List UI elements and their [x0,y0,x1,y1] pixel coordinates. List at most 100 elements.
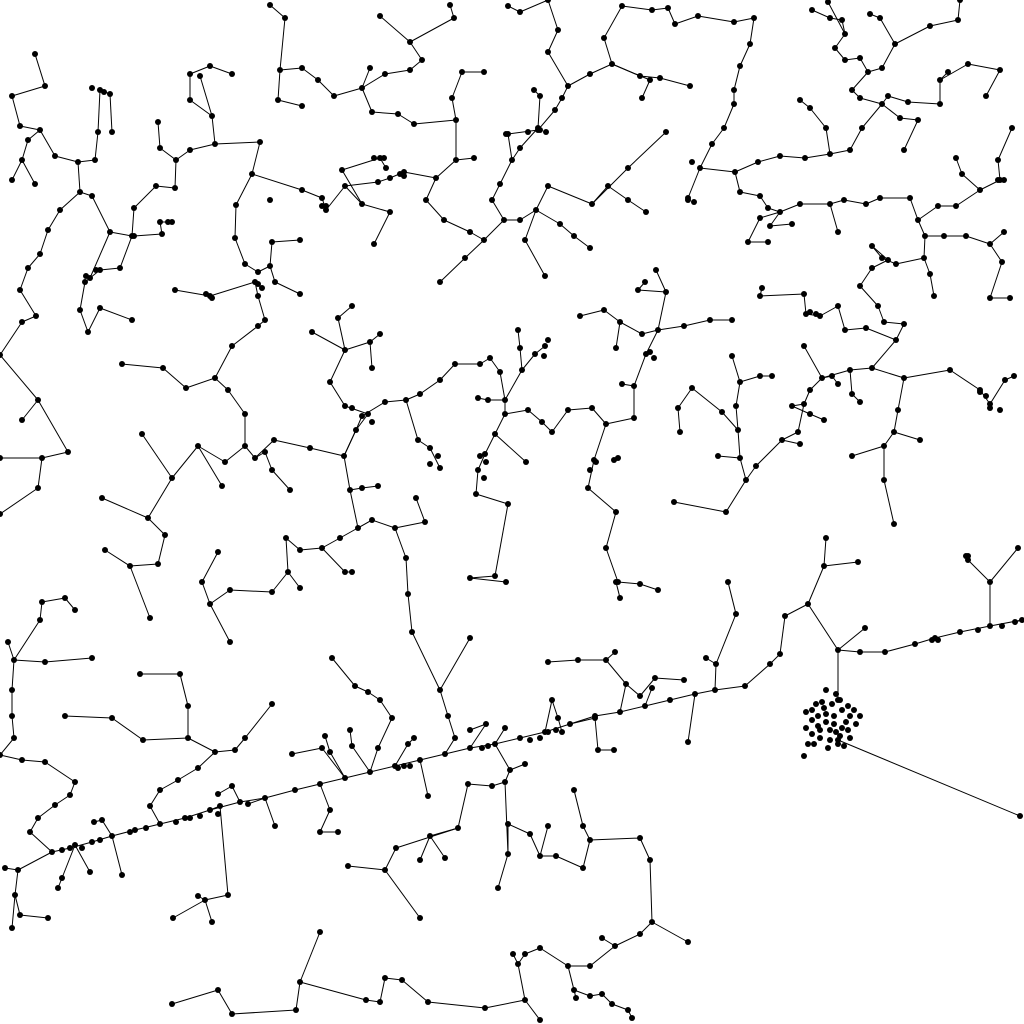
graph-edge [133,185,157,209]
graph-node [897,115,903,121]
graph-node [901,321,907,327]
graph-edge [641,79,651,99]
graph-node [467,727,473,733]
graph-node [671,499,677,505]
graph-edge [429,447,441,469]
graph-node [613,345,619,351]
graph-node [417,915,423,921]
graph-node [937,77,943,83]
graph-node [232,747,238,753]
graph-edge [851,71,869,91]
graph-node [777,651,783,657]
graph-node [823,719,829,725]
graph-edge [769,223,793,227]
graph-edge [444,747,471,755]
graph-edge [395,827,459,849]
graph-node [819,699,825,705]
graph-edge [637,289,667,293]
graph-node [9,177,15,183]
graph-edge [603,5,623,39]
graph-node [342,403,348,409]
graph-edge [469,575,496,579]
graph-node [637,835,643,841]
graph-node [827,201,833,207]
graph-node [895,407,901,413]
graph-node [289,751,295,757]
graph-edge [639,837,651,861]
graph-node [49,849,55,855]
graph-node [365,411,371,417]
graph-node [72,779,78,785]
graph-node [177,671,183,677]
graph-node [140,737,146,743]
graph-node [611,457,617,463]
graph-edge [209,65,233,75]
graph-node [713,661,719,667]
graph-node [517,345,523,351]
graph-edge [547,51,569,87]
graph-edge [934,631,961,639]
graph-edge [0,354,39,401]
graph-edge [17,851,53,871]
graph-edge [131,207,135,237]
graph-edge [691,387,723,413]
graph-node [485,397,491,403]
graph-edge [13,659,46,663]
graph-node [89,193,95,199]
graph-node [742,683,748,689]
graph-node [875,303,881,309]
graph-edge [147,477,173,519]
graph-node [109,129,115,135]
graph-node [963,233,969,239]
graph-edge [559,223,575,237]
graph-node [25,137,31,143]
graph-edge [429,835,446,859]
graph-edge [524,999,541,1021]
graph-node [367,769,373,775]
graph-node [229,343,235,349]
graph-edge [227,389,246,415]
graph-node [587,837,593,843]
graph-edge [419,835,431,861]
graph-node [451,15,457,21]
graph-node [795,429,801,435]
graph-edge [989,243,1003,263]
graph-node [267,197,273,203]
graph-edge [715,613,737,665]
graph-edge [149,789,161,807]
graph-node [407,39,413,45]
graph-node [452,735,458,741]
graph-edge [319,777,346,785]
graph-node [642,279,648,285]
graph-edge [37,399,69,453]
graph-edge [627,199,647,213]
graph-edge [669,693,696,701]
graph-node [331,93,337,99]
graph-edge [895,257,925,265]
graph-node [817,735,823,741]
graph-node [759,285,765,291]
graph-node [282,15,288,21]
graph-node [609,1001,615,1007]
graph-node [545,823,551,829]
graph-node [417,857,423,863]
graph-edge [197,751,216,769]
graph-node [77,307,83,313]
graph-node [19,157,25,163]
graph-edge [344,185,363,205]
graph-edge [349,489,359,529]
graph-edge [301,189,323,199]
graph-node [585,485,591,491]
graph-node [647,77,653,83]
graph-edge [119,235,133,269]
graph-edge [593,423,607,461]
graph-node [747,41,753,47]
graph-node [503,131,509,137]
graph-node [252,455,258,461]
graph-node [849,453,855,459]
graph-node [537,1017,543,1023]
graph-node [869,365,875,371]
graph-node [413,495,419,501]
graph-node [435,453,441,459]
graph-node [377,331,383,337]
